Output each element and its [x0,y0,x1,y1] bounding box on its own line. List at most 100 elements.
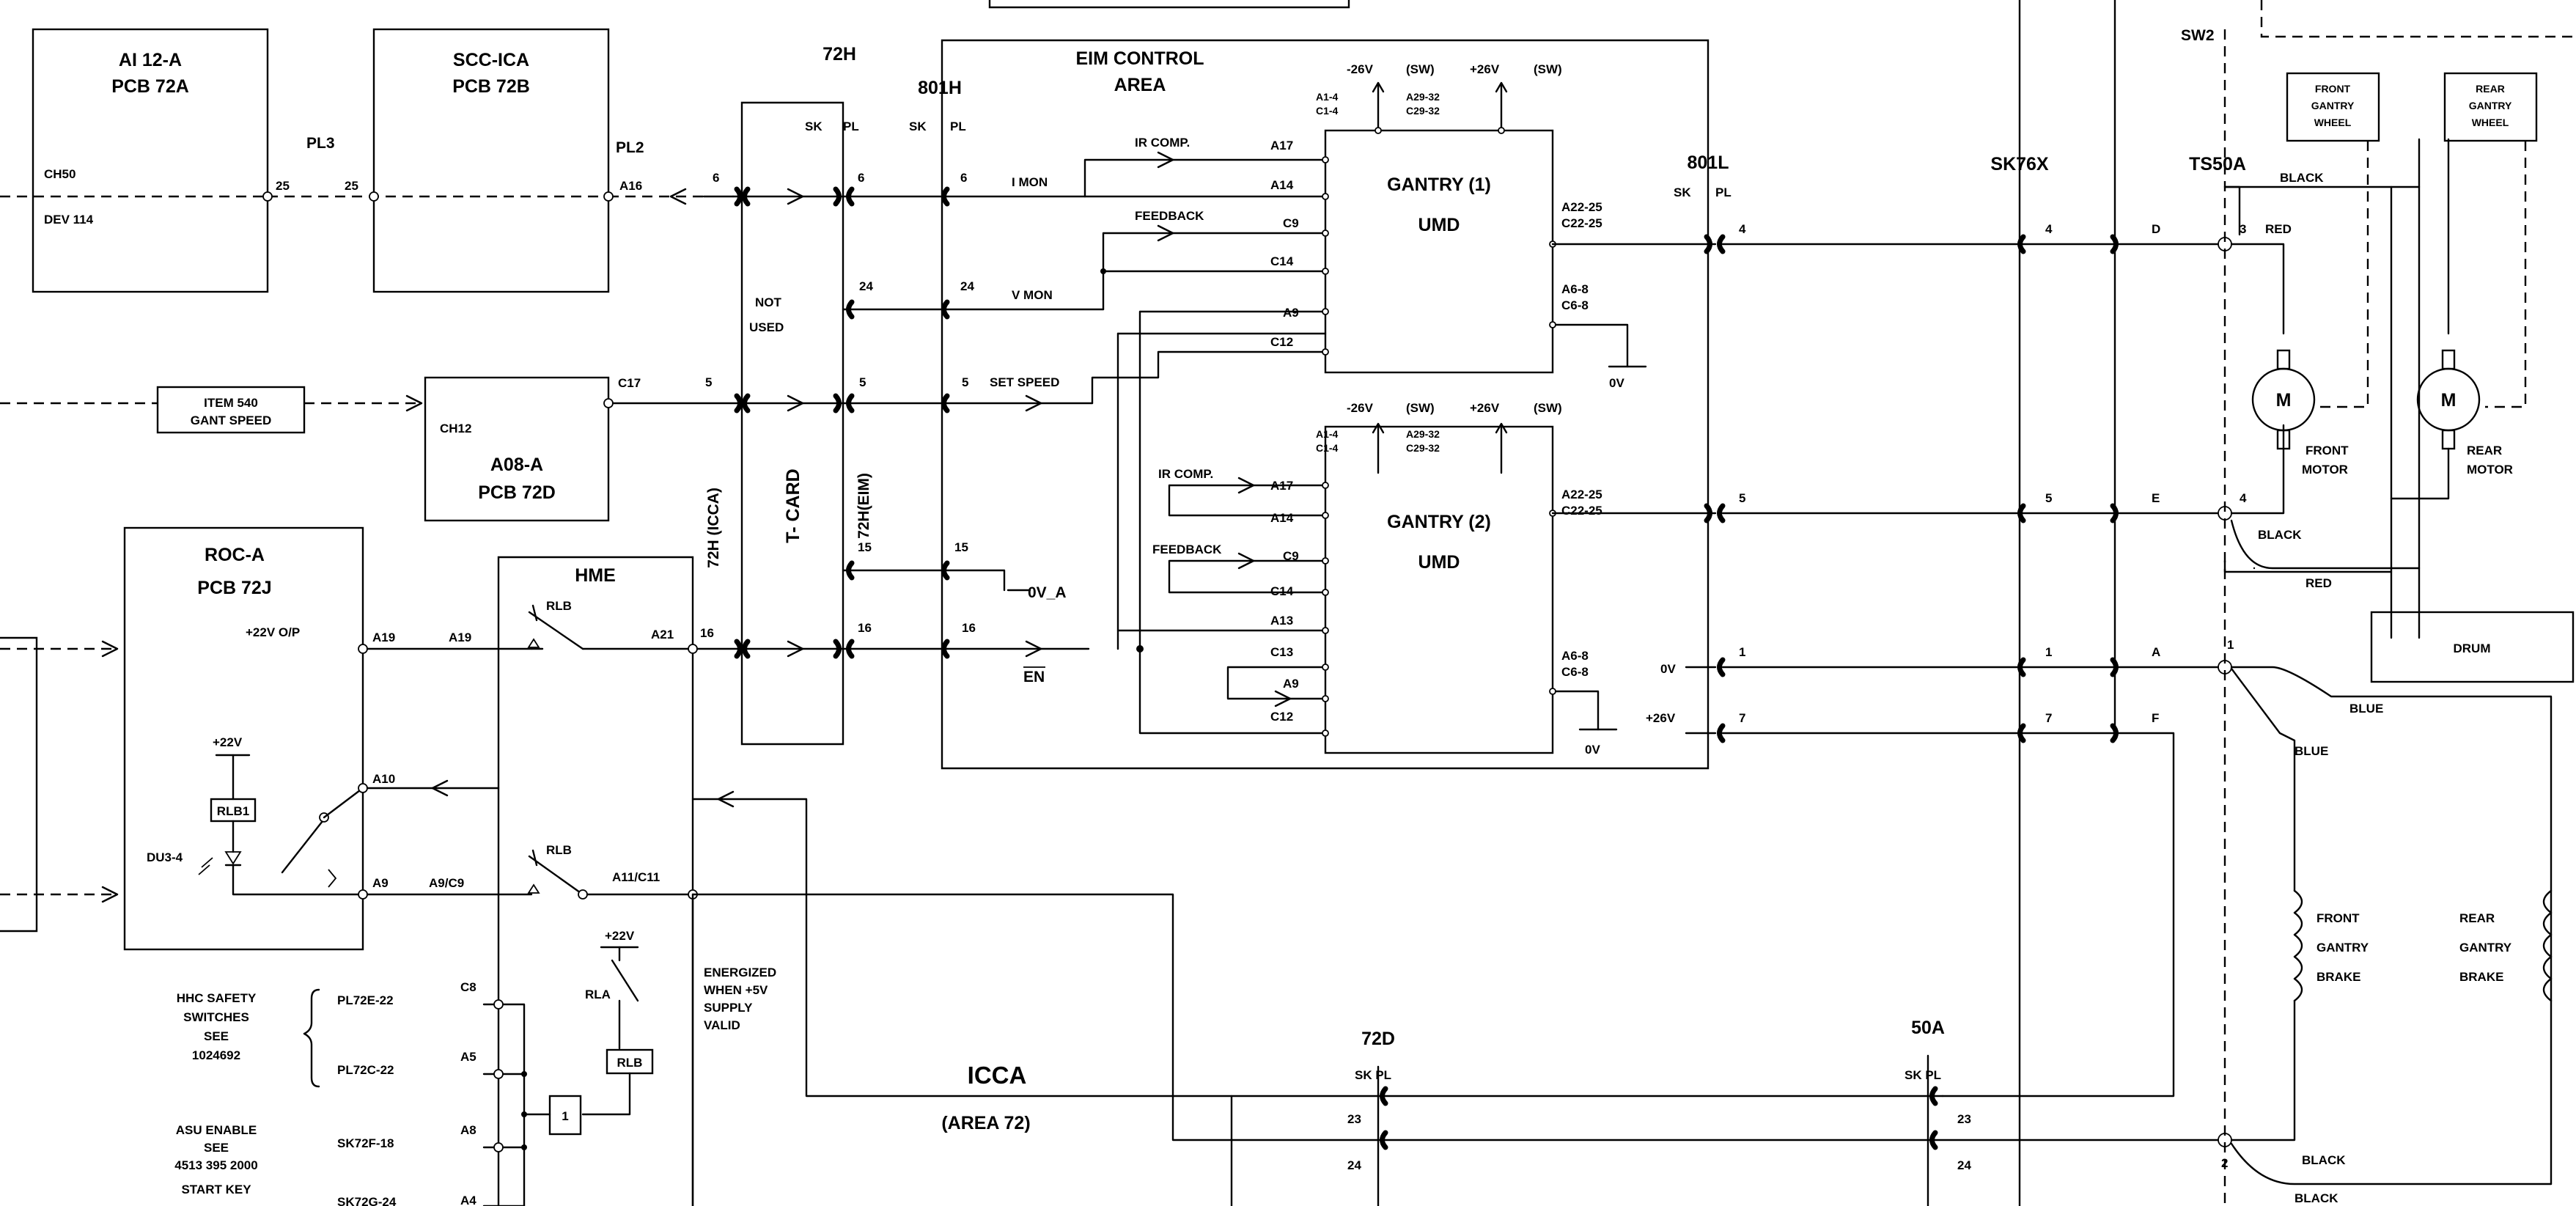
pin-24-72d: 24 [1347,1158,1361,1172]
label-0va: 0V_A [1028,584,1067,601]
g2-c6: C6-8 [1561,665,1589,679]
pin-a10: A10 [372,772,395,786]
label-black-top: BLACK [2280,171,2324,185]
hme-rlb1-label: RLB [546,599,572,613]
g1-a6: A6-8 [1561,282,1589,296]
hme-rla: RLA [585,988,611,1001]
board-scc: SCC-ICA PCB 72B [372,28,610,293]
pin-25b: 25 [345,179,358,193]
eim-control-area: EIM CONTROL AREA [941,39,1710,770]
label-801h: 801H [918,78,962,98]
pin-a4: A4 [460,1194,476,1206]
g1-a22: A22-25 [1561,200,1602,214]
front-motor-l2: MOTOR [2302,463,2348,477]
sig-imon: I MON [1012,175,1048,189]
scc-name: SCC-ICA [453,50,529,70]
g2-c29: C29-32 [1406,442,1440,454]
rear-motor-m: M [2441,390,2457,411]
sig-vmon: V MON [1012,288,1053,302]
asu-3: 4513 395 2000 [174,1158,257,1172]
hme-rlb-coil: RLB [617,1056,643,1070]
pin-1-sk76: 1 [2045,645,2052,659]
g1-c29: C29-32 [1406,105,1440,117]
ts-4: 4 [2240,491,2247,505]
pin-a9c9: A9/C9 [429,876,464,890]
front-brake-2: GANTRY [2316,941,2369,955]
rgw-3: WHEEL [2472,117,2509,128]
g2-a14: A14 [1270,511,1294,525]
pin-5a: 5 [705,375,712,389]
pin-c17: C17 [618,376,641,390]
sig-feedback-1: FEEDBACK [1135,209,1204,223]
roc-pcb: PCB 72J [197,578,271,598]
label-pl-801h: PL [950,120,966,133]
pin-a11c11: A11/C11 [612,870,660,884]
g2-a22: A22-25 [1561,488,1602,501]
a08-ch: CH12 [440,422,471,435]
pin-16a: 16 [700,626,714,640]
g2-c1: C1-4 [1316,442,1339,454]
rear-motor: M REAR MOTOR [2416,349,2513,477]
ai12-dev: DEV 114 [44,213,94,227]
rear-brake-1: REAR [2459,911,2495,925]
sw-pl72c: PL72C-22 [337,1063,394,1077]
icca-title: ICCA [968,1062,1027,1089]
pin-d: D [2152,222,2160,236]
row-26v: +26V [1646,711,1676,725]
label-blue-2: BLUE [2295,744,2328,758]
sw-pl72e: PL72E-22 [337,993,394,1007]
g1-a14: A14 [1270,178,1294,192]
label-sk-72h: SK [805,120,823,133]
pin-16c: 16 [962,621,976,635]
label-pl2: PL2 [616,139,644,156]
g2-sw1: (SW) [1406,401,1435,415]
label-72h-eim: 72H(EIM) [855,473,872,539]
gantry2-umd-label: UMD [1418,552,1460,573]
label-black-mid: BLACK [2258,528,2302,542]
sig-setspeed: SET SPEED [990,375,1059,389]
pin-5-801l: 5 [1739,491,1745,505]
roc-22v: +22V [213,735,243,749]
label-blue-1: BLUE [2349,702,2383,716]
hme-22v: +22V [605,929,635,943]
g2-sw2: (SW) [1534,401,1562,415]
pin-24-50a: 24 [1957,1158,1971,1172]
g1-pos26: +26V [1470,62,1500,76]
pin-f: F [2152,711,2159,725]
label-50a: 50A [1911,1018,1945,1038]
g1-a9: A9 [1283,306,1299,320]
roc-du: DU3-4 [147,850,183,864]
g1-sw1: (SW) [1406,62,1435,76]
a08-name: A08-A [490,455,543,475]
sig-en: EN [1023,669,1045,685]
label-72h: 72H [823,44,856,65]
pin-4-sk76: 4 [2045,222,2053,236]
board-roc: ROC-A PCB 72J [123,526,364,951]
hme-gate-1: 1 [562,1109,568,1123]
g1-neg26: -26V [1347,62,1374,76]
hhc-4: 1024692 [192,1048,240,1062]
sig-22v-op: +22V O/P [246,625,300,639]
g1-c9: C9 [1283,216,1299,230]
g1-c12: C12 [1270,335,1293,349]
hme-rlb2-label: RLB [546,843,572,857]
g2-a13: A13 [1270,614,1293,628]
asu-2: SEE [204,1141,229,1155]
pin-6a: 6 [713,171,719,185]
pin-e: E [2152,491,2160,505]
start-key: START KEY [181,1183,251,1196]
front-brake-3: BRAKE [2316,970,2360,984]
asu-1: ASU ENABLE [176,1123,257,1137]
pin-25a: 25 [276,179,290,193]
ts-red-1: RED [2265,222,2292,236]
g1-sw2: (SW) [1534,62,1562,76]
rear-brake-2: GANTRY [2459,941,2512,955]
front-motor: M FRONT MOTOR [2251,349,2349,477]
pin-a: A [2152,645,2160,659]
pin-16b: 16 [858,621,872,635]
g2-a1: A1-4 [1316,428,1339,440]
g2-0v: 0V [1585,743,1600,757]
front-motor-l1: FRONT [2305,444,2349,457]
label-sk-801l: SK [1674,185,1691,199]
pin-a19-hme: A19 [449,630,471,644]
